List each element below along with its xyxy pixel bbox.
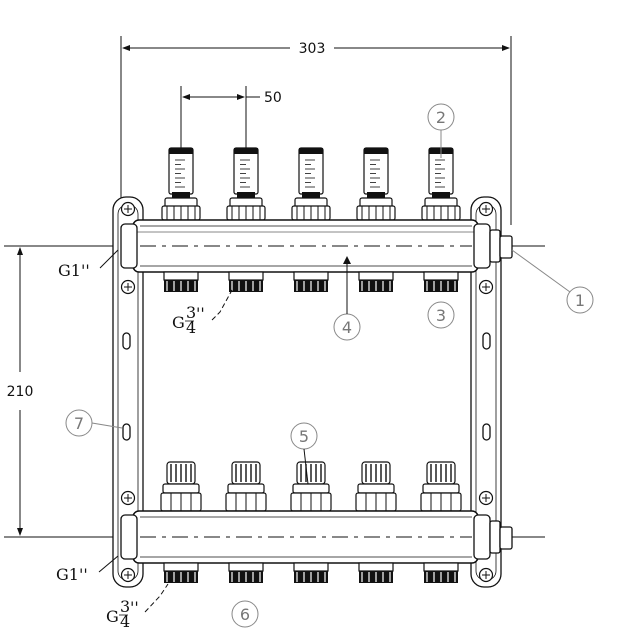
svg-text:6: 6 — [240, 605, 250, 624]
outlet-fitting — [228, 271, 264, 292]
outlet-leader-top — [211, 289, 233, 321]
svg-text:2: 2 — [436, 108, 446, 127]
callout-2: 2 — [427, 103, 455, 158]
flow-meter — [226, 147, 266, 221]
bottom-end-caps — [120, 514, 513, 560]
callout-4: 4 — [333, 256, 361, 341]
outlet-leader-bottom — [144, 583, 169, 613]
outlet-fitting — [423, 271, 459, 292]
flow-meter — [161, 147, 201, 221]
top-distribution-bar — [132, 219, 479, 273]
inlet-leader-top — [99, 249, 119, 269]
valve-caps-row — [160, 461, 462, 512]
dimension-pipe-spacing — [4, 245, 130, 538]
outlet-fitting — [423, 562, 459, 583]
bolt — [478, 490, 494, 506]
outlet-fitting — [358, 271, 394, 292]
callout-5: 5 — [290, 422, 318, 485]
svg-text:4: 4 — [120, 612, 130, 631]
valve-cap — [160, 461, 202, 512]
outlet-thread-label-top: G 3 4 '' — [172, 303, 205, 337]
svg-text:3: 3 — [120, 597, 130, 616]
callout-7: 7 — [65, 409, 123, 437]
flow-meter — [356, 147, 396, 221]
top-end-caps — [120, 223, 513, 269]
bolt — [478, 567, 494, 583]
inlet-thread-label-top: G1'' — [58, 261, 90, 280]
flow-meters-row — [161, 147, 461, 221]
valve-cap — [290, 461, 332, 512]
svg-text:'': '' — [196, 304, 205, 323]
bottom-distribution-bar — [132, 510, 479, 564]
callout-6: 6 — [231, 600, 259, 628]
bracket-bolts — [120, 201, 494, 583]
svg-text:3: 3 — [186, 303, 196, 322]
bolt — [120, 567, 136, 583]
dimension-width-label: 303 — [299, 41, 326, 57]
dimension-outlet-spacing-label: 50 — [264, 90, 282, 106]
pipe-centerline-extensions — [500, 245, 545, 538]
bolt — [478, 279, 494, 295]
callout-1: 1 — [511, 249, 594, 314]
bolt — [120, 201, 136, 217]
inlet-leader-bottom — [98, 555, 119, 573]
svg-text:7: 7 — [74, 414, 84, 433]
valve-cap — [355, 461, 397, 512]
bolt — [120, 490, 136, 506]
dimension-width — [120, 36, 512, 225]
svg-text:4: 4 — [342, 318, 352, 337]
valve-cap — [420, 461, 462, 512]
right-bracket — [470, 196, 502, 588]
svg-text:'': '' — [130, 598, 139, 617]
dimension-outlet-spacing — [180, 86, 260, 150]
svg-text:5: 5 — [299, 427, 309, 446]
bolt — [120, 279, 136, 295]
inlet-thread-label-bottom: G1'' — [56, 565, 88, 584]
flow-meter — [291, 147, 331, 221]
svg-text:3: 3 — [436, 306, 446, 325]
svg-text:1: 1 — [575, 291, 585, 310]
top-outlets-row — [163, 271, 459, 292]
svg-text:4: 4 — [186, 318, 196, 337]
outlet-fitting — [293, 271, 329, 292]
outlet-fitting — [358, 562, 394, 583]
bottom-outlets-row — [163, 562, 459, 583]
outlet-fitting — [163, 562, 199, 583]
dimension-pipe-spacing-label: 210 — [7, 384, 34, 400]
bolt — [478, 201, 494, 217]
outlet-thread-label-bottom: G 3 4 '' — [106, 597, 139, 631]
outlet-fitting — [293, 562, 329, 583]
outlet-fitting — [228, 562, 264, 583]
callout-3: 3 — [427, 301, 455, 329]
flow-meter — [421, 147, 461, 221]
svg-text:G: G — [106, 607, 119, 626]
valve-cap — [225, 461, 267, 512]
outlet-fitting — [163, 271, 199, 292]
svg-text:G: G — [172, 313, 185, 332]
